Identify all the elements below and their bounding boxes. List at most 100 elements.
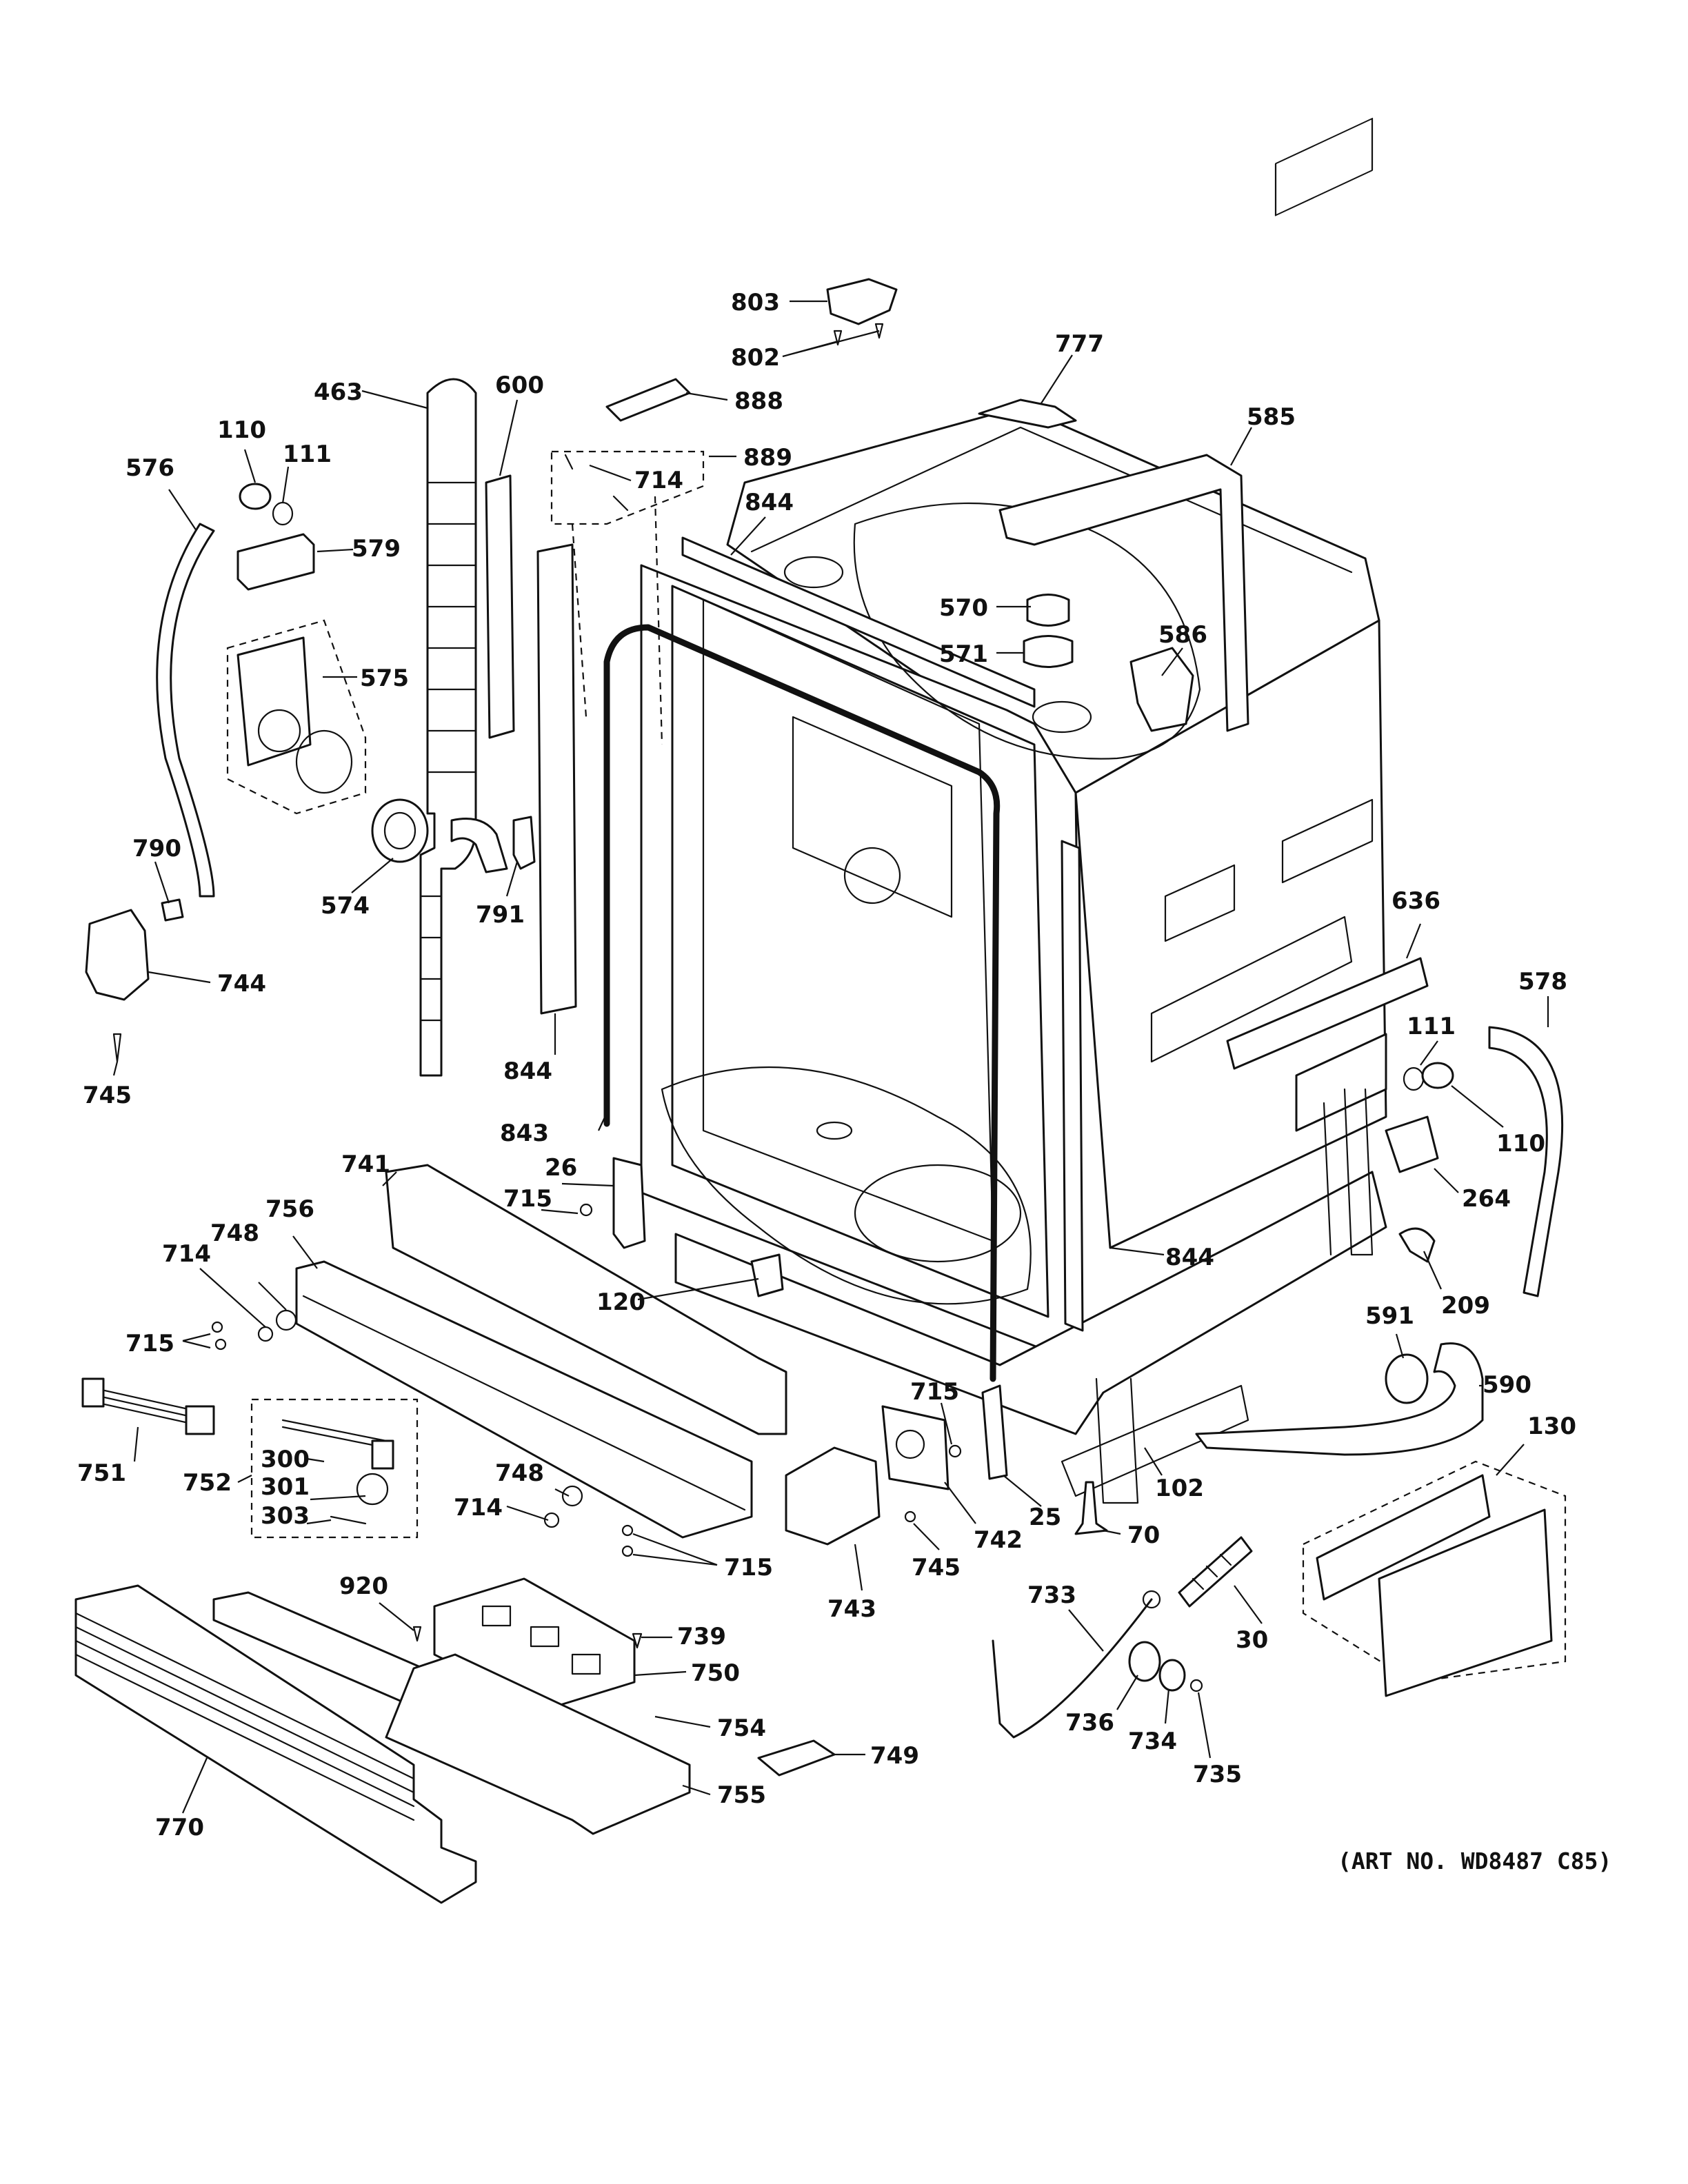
art-number: (ART NO. WD8487 C85) xyxy=(1338,1848,1612,1874)
insulation-group-130 xyxy=(1302,1460,1567,1684)
label-25: 25 xyxy=(1029,1504,1061,1531)
label-751: 751 xyxy=(77,1459,126,1487)
lower-panel-756 xyxy=(295,1260,753,1539)
label-714a: 714 xyxy=(634,467,683,494)
label-734: 734 xyxy=(1128,1728,1177,1755)
label-70: 70 xyxy=(1127,1521,1160,1549)
label-300: 300 xyxy=(261,1446,310,1473)
label-264: 264 xyxy=(1462,1185,1511,1213)
label-790: 790 xyxy=(132,835,181,862)
label-303: 303 xyxy=(261,1502,310,1530)
label-733: 733 xyxy=(1027,1581,1076,1609)
fill-hose-578 xyxy=(1488,1026,1564,1297)
bracket-120 xyxy=(750,1253,784,1297)
label-570: 570 xyxy=(939,594,988,622)
label-844a: 844 xyxy=(745,489,794,516)
label-755: 755 xyxy=(717,1781,766,1809)
label-735: 735 xyxy=(1193,1761,1242,1788)
part-number-labels: 803 802 777 463 600 888 585 889 714 110 … xyxy=(77,289,1576,1841)
box-743 xyxy=(785,1446,881,1546)
tub-assembly xyxy=(640,117,1387,1504)
drain-hose-463 xyxy=(419,378,477,1077)
wire-harness-group xyxy=(81,1377,419,1539)
inlet-group-575 xyxy=(226,619,367,815)
label-715d: 715 xyxy=(724,1554,773,1581)
label-803: 803 xyxy=(731,289,780,316)
wheel-734 xyxy=(1158,1659,1186,1692)
label-585: 585 xyxy=(1247,403,1296,431)
label-714c: 714 xyxy=(454,1494,503,1521)
inlet-cover-579 xyxy=(237,533,315,591)
label-209: 209 xyxy=(1441,1292,1490,1320)
label-30: 30 xyxy=(1236,1626,1268,1654)
label-301: 301 xyxy=(261,1473,310,1501)
washer-111-right xyxy=(1403,1066,1425,1091)
label-749: 749 xyxy=(870,1742,919,1770)
label-742: 742 xyxy=(974,1526,1023,1554)
seal-591 xyxy=(1385,1353,1429,1404)
label-575: 575 xyxy=(360,665,409,692)
screw-735 xyxy=(1189,1679,1203,1692)
label-102: 102 xyxy=(1155,1475,1204,1502)
top-insulation-777 xyxy=(978,398,1077,429)
label-889: 889 xyxy=(743,444,792,472)
water-valve-744 xyxy=(85,909,150,1001)
fill-hose-576 xyxy=(156,523,215,898)
label-576: 576 xyxy=(125,454,174,482)
label-744: 744 xyxy=(217,970,266,998)
label-636: 636 xyxy=(1391,887,1440,915)
label-748b: 748 xyxy=(495,1459,544,1487)
foam-block-770 xyxy=(74,1584,477,1904)
label-844b: 844 xyxy=(503,1058,552,1085)
label-756: 756 xyxy=(265,1195,314,1223)
label-111a: 111 xyxy=(283,441,332,468)
bracket-742 xyxy=(881,1405,950,1490)
fitting-110-right xyxy=(1421,1062,1454,1089)
label-743: 743 xyxy=(827,1595,876,1623)
label-777: 777 xyxy=(1055,330,1104,358)
pulley-736 xyxy=(1128,1641,1161,1682)
label-715c: 715 xyxy=(910,1378,959,1406)
clip-209 xyxy=(1398,1227,1436,1263)
vent-570-571 xyxy=(1023,594,1074,668)
label-750: 750 xyxy=(691,1659,740,1687)
label-111b: 111 xyxy=(1407,1013,1456,1040)
bracket-25 xyxy=(981,1384,1008,1480)
label-741: 741 xyxy=(341,1151,390,1178)
label-770: 770 xyxy=(155,1814,204,1841)
bracket-264 xyxy=(1385,1115,1439,1173)
clamp-790 xyxy=(161,898,184,922)
label-591: 591 xyxy=(1365,1302,1414,1330)
label-715b: 715 xyxy=(125,1330,174,1357)
top-frame-585 xyxy=(998,454,1249,732)
toe-kick-741 xyxy=(385,1164,787,1435)
label-579: 579 xyxy=(352,535,401,563)
fill-funnel-586 xyxy=(1129,647,1194,732)
label-715a: 715 xyxy=(503,1185,552,1213)
label-745b: 745 xyxy=(912,1554,961,1581)
tube-600 xyxy=(485,474,515,739)
label-110a: 110 xyxy=(217,416,266,444)
bracket-26 xyxy=(612,1157,646,1249)
drain-hose-ribs xyxy=(419,481,477,1022)
disc-574 xyxy=(371,798,429,863)
spring-30 xyxy=(1178,1536,1253,1608)
label-754: 754 xyxy=(717,1715,766,1742)
cable-733 xyxy=(992,1598,1153,1739)
label-120: 120 xyxy=(596,1288,645,1316)
pump-hose-590 xyxy=(1195,1342,1484,1456)
fitting-110-left xyxy=(239,483,272,510)
label-748a: 748 xyxy=(210,1220,259,1247)
leader-lines xyxy=(112,300,1549,1814)
label-110b: 110 xyxy=(1496,1130,1545,1157)
label-736: 736 xyxy=(1065,1709,1114,1737)
label-574: 574 xyxy=(321,892,370,920)
label-590: 590 xyxy=(1483,1371,1531,1399)
label-571: 571 xyxy=(939,640,988,668)
label-739: 739 xyxy=(677,1623,726,1650)
clip-791 xyxy=(512,816,536,870)
label-26: 26 xyxy=(545,1154,577,1182)
strip-844-top xyxy=(681,536,1036,708)
drain-hose-elbow xyxy=(450,818,508,873)
